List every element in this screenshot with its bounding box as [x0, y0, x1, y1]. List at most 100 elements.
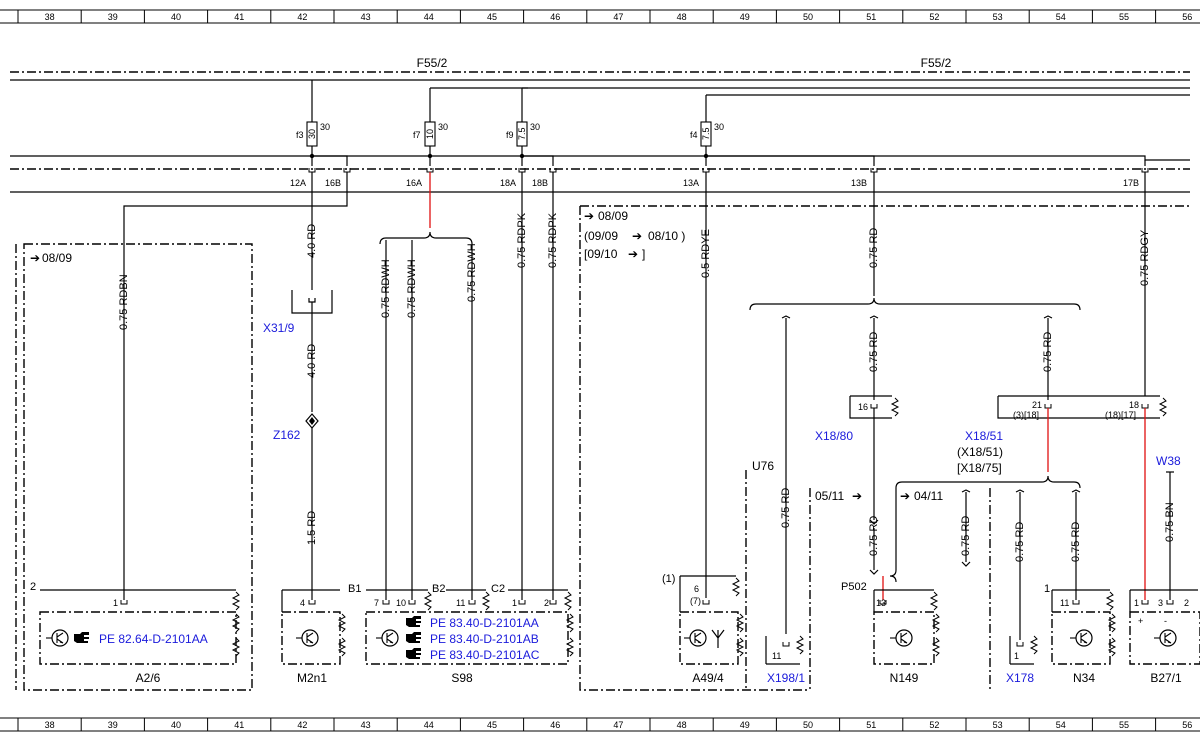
bottom-ruler-cell-49: 49	[740, 720, 750, 730]
connector-x178[interactable]: X178	[1006, 671, 1034, 685]
x198-pin: 11	[772, 651, 781, 661]
bottom-ruler-cell-53: 53	[993, 720, 1003, 730]
top-ruler-cell-50: 50	[803, 12, 813, 22]
note-x18-75: [X18/75]	[957, 461, 1002, 475]
top-ruler-cell-42: 42	[297, 12, 307, 22]
component-n34-frame	[1051, 589, 1116, 665]
connector-z162[interactable]: Z162	[273, 428, 301, 442]
wire-label-n34: 0.75 RD	[1070, 522, 1082, 562]
wire-label-rdwh-2: 0.75 RDWH	[406, 259, 418, 318]
wire-label-x198: 0.75 RD	[780, 488, 792, 528]
top-ruler-cell-44: 44	[424, 12, 434, 22]
pin-18a: 18A	[500, 178, 516, 188]
fuse-bridges	[308, 155, 1149, 173]
ref-s98-aa[interactable]: PE 83.40-D-2101AA	[430, 616, 539, 630]
x18-51-note-3: (3)[18]	[1013, 410, 1039, 420]
bus-label-right: F55/2	[921, 56, 952, 70]
wire-label-0411-alt: 0.75 RD	[960, 516, 972, 556]
a2-6-pin: 1	[113, 598, 118, 608]
note-0910: [09/10	[584, 247, 618, 261]
note-arrow-0910: ➔	[628, 247, 638, 261]
label-b27-1: B27/1	[1150, 671, 1182, 685]
wire-a2-6	[123, 172, 348, 600]
wire-label-n149: 0.75 RD	[868, 516, 880, 556]
note-0809-a: 08/09	[42, 251, 72, 265]
x18-80-pin: 16	[858, 402, 868, 412]
fuse-f4-value: 30	[714, 122, 724, 132]
ref-s98-ab[interactable]: PE 83.40-D-2101AB	[430, 632, 539, 646]
a49-note-7: (7)	[690, 596, 701, 606]
component-m2n1-frame	[281, 589, 346, 665]
wire-b27-1	[1144, 172, 1174, 600]
note-arrow-0411: ➔	[900, 489, 910, 503]
connector-x18-51-block	[997, 395, 1167, 472]
component-x198-1	[765, 635, 804, 665]
component-a2-6-frame	[39, 589, 240, 665]
connector-w38[interactable]: W38	[1156, 454, 1181, 468]
m2n1-pin: 4	[300, 598, 305, 608]
wire-label-rdpk-2: 0.75 RDPK	[547, 212, 559, 268]
wire-label-rdye: 0.5 RDYE	[700, 229, 712, 278]
note-a2-date: ➔	[30, 251, 40, 265]
fuse-f4-rating: 7.5	[701, 127, 711, 140]
label-a49-4: A49/4	[692, 671, 724, 685]
fuse-f3-id: f3	[296, 130, 304, 140]
wire-label-4rd-a: 4.0 RD	[306, 224, 318, 258]
bottom-ruler-cell-52: 52	[929, 720, 939, 730]
bottom-ruler-cell-47: 47	[613, 720, 623, 730]
n34-group: 1	[1044, 583, 1050, 595]
ref-a2-6[interactable]: PE 82.64-D-2101AA	[99, 632, 208, 646]
bottom-ruler-cell-54: 54	[1056, 720, 1066, 730]
top-ruler-cell-51: 51	[866, 12, 876, 22]
module-frames	[15, 205, 1190, 691]
x18-51-note-18: (18)[17]	[1105, 410, 1136, 420]
wire-label-rdpk-1: 0.75 RDPK	[516, 212, 528, 268]
bottom-ruler-cell-40: 40	[171, 720, 181, 730]
label-p502: P502	[841, 581, 867, 593]
connector-x198-1[interactable]: X198/1	[767, 671, 805, 685]
note-0909: (09/09	[584, 229, 618, 243]
component-x178	[1009, 635, 1038, 665]
s98-pin-2: 2	[544, 598, 549, 608]
pin-16a: 16A	[406, 178, 422, 188]
top-ruler-cell-40: 40	[171, 12, 181, 22]
fuse-f7	[424, 88, 436, 159]
wire-label-rdgy: 0.75 RDGY	[1139, 229, 1151, 286]
note-arrow-0810: ➔	[632, 229, 642, 243]
connector-x18-80[interactable]: X18/80	[815, 429, 853, 443]
fuse-f7-rating: 10	[425, 129, 435, 139]
top-ruler-cell-43: 43	[361, 12, 371, 22]
note-0809-b: 08/09	[598, 209, 628, 223]
note-0411: 04/11	[914, 489, 943, 503]
pin-13a: 13A	[683, 178, 699, 188]
x178-pin: 1	[1014, 651, 1019, 661]
wire-label-x178: 0.75 RD	[1014, 522, 1026, 562]
label-m2n1: M2n1	[297, 671, 327, 685]
bottom-ruler-cell-42: 42	[297, 720, 307, 730]
fuse-f3-value: 30	[320, 122, 330, 132]
wire-label-13b: 0.75 RD	[868, 228, 880, 268]
fuse-f9-value: 30	[530, 122, 540, 132]
pin-16b: 16B	[325, 178, 341, 188]
note-0910-close: ]	[642, 247, 645, 261]
component-s98-frame	[365, 589, 574, 665]
bottom-ruler-cell-45: 45	[487, 720, 497, 730]
connector-x31-9[interactable]: X31/9	[263, 321, 295, 335]
fuse-f3	[306, 80, 318, 159]
wire-x18-51-branch	[869, 475, 1081, 640]
component-b27-1-frame	[1129, 589, 1200, 665]
b27-plus: +	[1138, 616, 1143, 626]
bus-label-left: F55/2	[417, 56, 448, 70]
bottom-ruler-cell-48: 48	[677, 720, 687, 730]
fuse-f4	[700, 95, 712, 159]
connector-x18-51[interactable]: X18/51	[965, 429, 1003, 443]
n34-pin: 11	[1060, 598, 1069, 608]
pin-13b: 13B	[851, 178, 867, 188]
note-0810: 08/10 )	[648, 229, 685, 243]
b27-pin-3: 3	[1158, 598, 1163, 608]
ref-s98-ac[interactable]: PE 83.40-D-2101AC	[430, 648, 540, 662]
x18-51-pin-21: 21	[1032, 400, 1042, 410]
